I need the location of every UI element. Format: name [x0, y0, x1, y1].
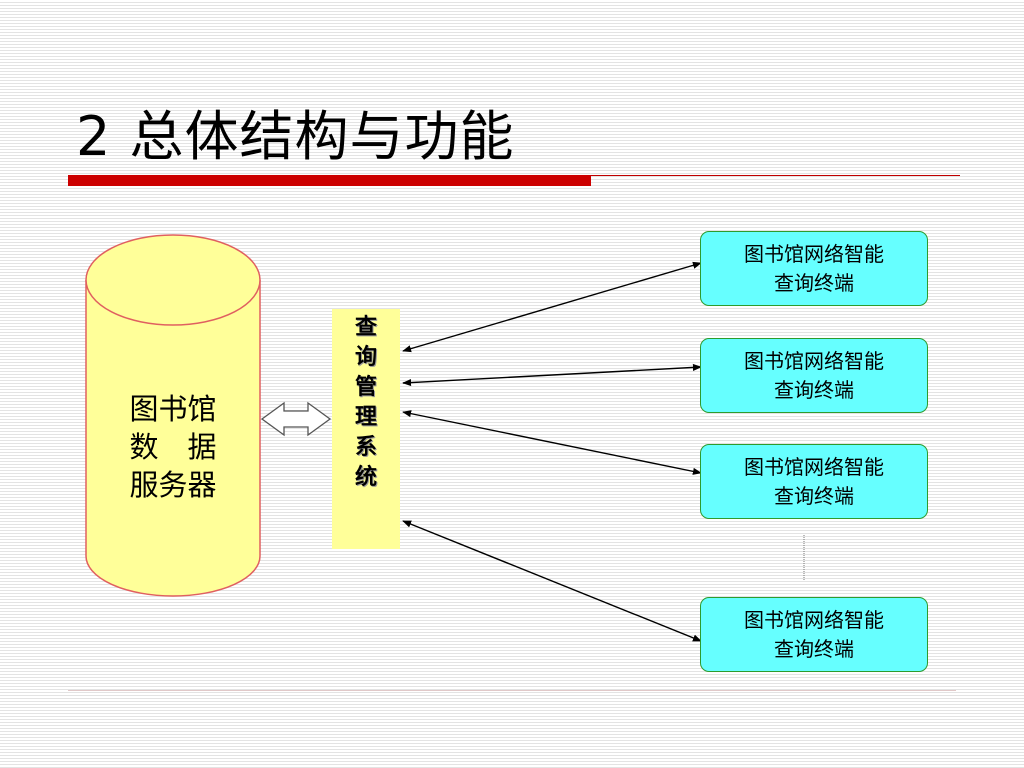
terminal-line-2: 查询终端	[774, 377, 854, 402]
database-cylinder-body	[85, 280, 261, 597]
title-underline-rule	[591, 175, 960, 176]
qms-char: 系	[354, 434, 377, 460]
qms-char: 查	[354, 314, 377, 340]
arrow-to-terminal-2	[402, 363, 702, 387]
qms-char: 统	[354, 464, 377, 490]
query-terminal-3: 图书馆网络智能 查询终端	[700, 444, 928, 519]
query-terminal-1: 图书馆网络智能 查询终端	[700, 231, 928, 306]
terminal-line-2: 查询终端	[774, 270, 854, 295]
slide-title: 2 总体结构与功能	[76, 105, 515, 168]
database-label-line-3: 服务器	[129, 468, 217, 502]
footer-rule	[68, 690, 956, 691]
title-underline-bar	[68, 175, 591, 186]
terminal-line-1: 图书馆网络智能	[744, 241, 884, 266]
terminal-line-2: 查询终端	[774, 483, 854, 508]
arrow-to-terminal-3	[402, 410, 702, 475]
query-terminal-4: 图书馆网络智能 查询终端	[700, 597, 928, 672]
query-management-system-box	[332, 309, 400, 549]
terminal-line-2: 查询终端	[774, 636, 854, 661]
query-terminal-2: 图书馆网络智能 查询终端	[700, 338, 928, 413]
qms-char: 管	[354, 374, 377, 400]
terminal-line-1: 图书馆网络智能	[744, 348, 884, 373]
database-cylinder	[85, 234, 261, 597]
terminal-line-1: 图书馆网络智能	[744, 454, 884, 479]
database-label: 图书馆 数 据 服务器	[110, 390, 236, 504]
database-label-line-1: 图书馆	[129, 392, 217, 426]
database-cylinder-top	[85, 234, 261, 326]
database-label-line-2: 数 据	[129, 430, 217, 464]
qms-char: 理	[354, 404, 377, 430]
qms-char: 询	[354, 344, 377, 370]
terminal-line-1: 图书馆网络智能	[744, 607, 884, 632]
arrow-to-terminal-1	[402, 261, 702, 353]
bidirectional-hollow-arrow	[260, 401, 332, 437]
arrow-to-terminal-4	[402, 520, 702, 642]
query-management-system-label: 查 询 管 理 系 统	[332, 312, 400, 492]
